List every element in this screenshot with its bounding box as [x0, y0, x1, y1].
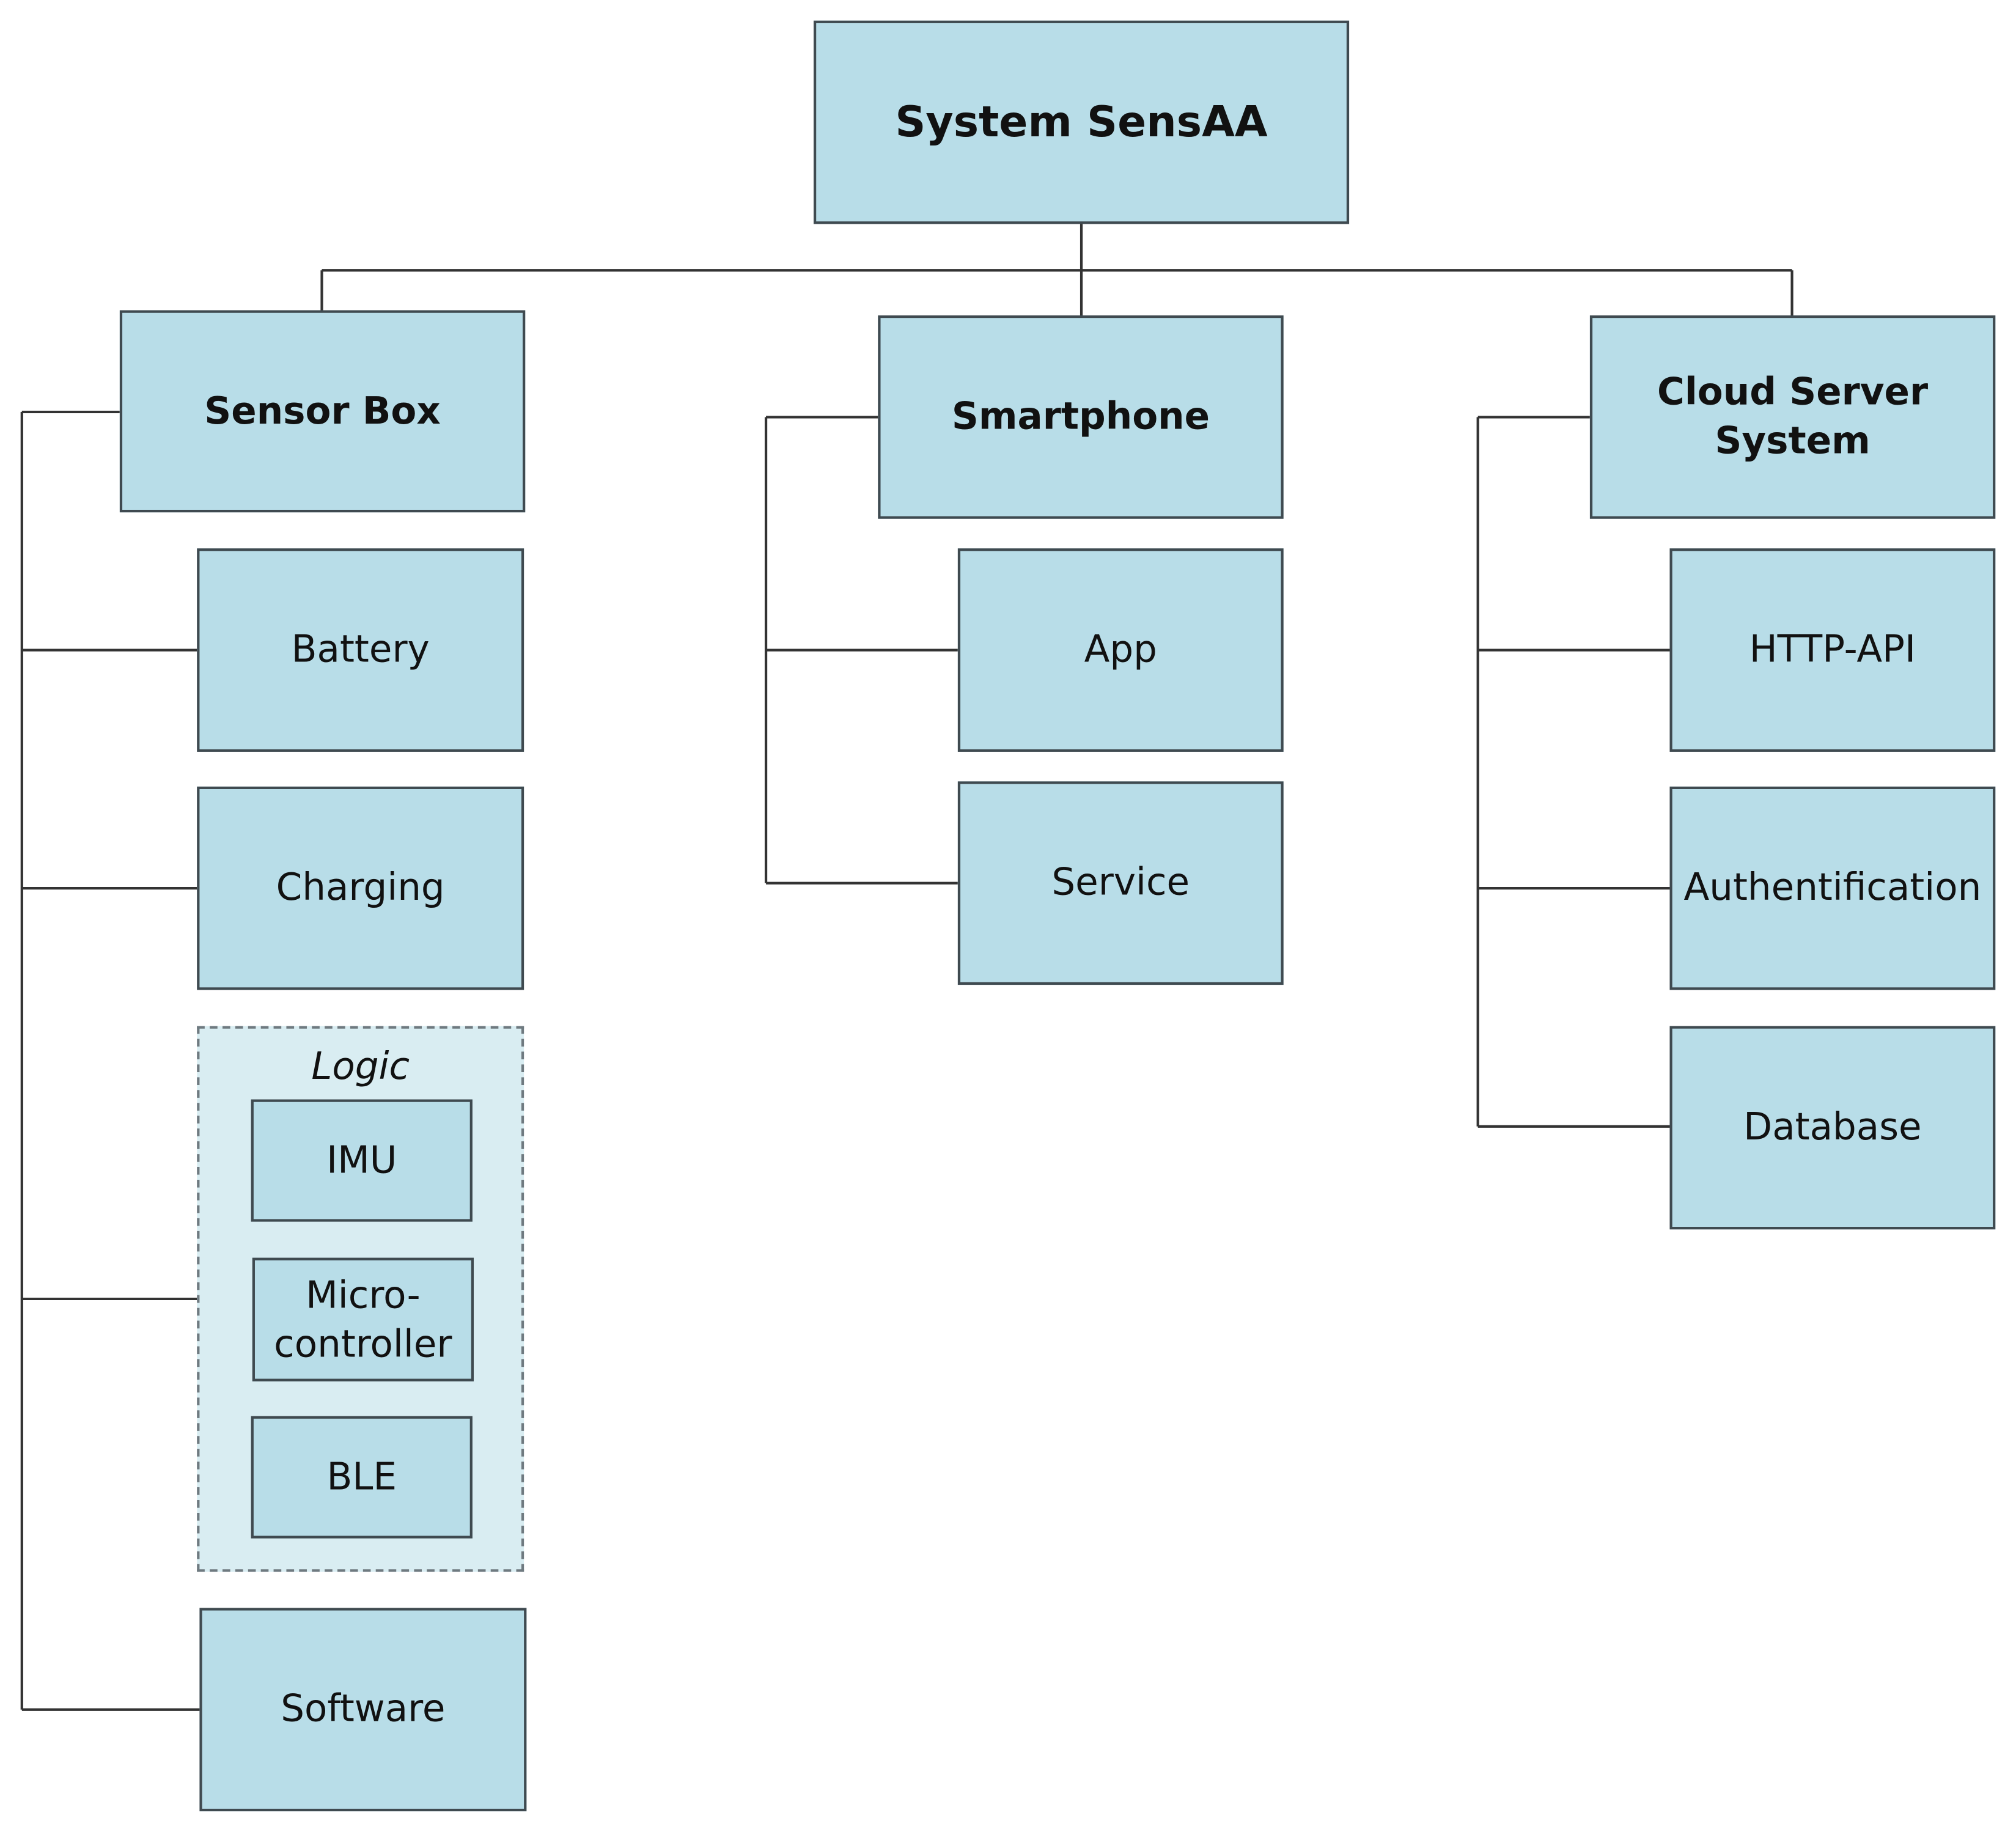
node-label: Software: [281, 1687, 446, 1731]
node-label: HTTP-API: [1749, 627, 1916, 671]
node-app: App: [957, 548, 1284, 752]
node-label: Micro- controller: [274, 1273, 452, 1366]
node-cloud-server-system: Cloud Server System: [1589, 315, 1996, 519]
node-imu: IMU: [251, 1099, 473, 1222]
node-label: Service: [1051, 860, 1190, 904]
node-database: Database: [1669, 1026, 1996, 1230]
node-label: App: [1084, 627, 1157, 671]
node-service: Service: [957, 781, 1284, 985]
node-label: System SensAA: [895, 95, 1268, 147]
node-label: Smartphone: [951, 394, 1210, 438]
node-label: Sensor Box: [204, 388, 441, 432]
node-label: IMU: [326, 1137, 397, 1182]
node-label: Cloud Server System: [1657, 370, 1929, 463]
node-label: Authentification: [1683, 865, 1982, 910]
node-sensor-box: Sensor Box: [119, 310, 526, 513]
node-microcontroller: Micro- controller: [252, 1257, 474, 1381]
node-http-api: HTTP-API: [1669, 548, 1996, 752]
node-authentification: Authentification: [1669, 786, 1996, 990]
node-smartphone: Smartphone: [878, 315, 1284, 519]
node-system-sensaa: System SensAA: [813, 20, 1350, 224]
node-label: BLE: [326, 1454, 397, 1498]
node-battery: Battery: [197, 548, 524, 752]
node-label: Database: [1743, 1105, 1922, 1149]
node-label: Battery: [291, 627, 430, 671]
group-logic-label: Logic: [311, 1043, 410, 1088]
node-software: Software: [199, 1608, 527, 1812]
node-charging: Charging: [197, 786, 524, 990]
node-label: Charging: [276, 865, 445, 910]
node-ble: BLE: [251, 1416, 473, 1539]
